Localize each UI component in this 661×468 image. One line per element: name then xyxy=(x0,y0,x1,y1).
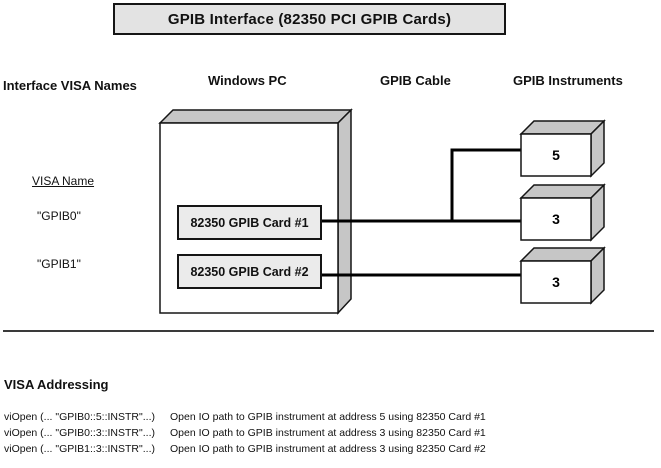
instrument5-side-face xyxy=(590,119,605,178)
diagram-title: GPIB Interface (82350 PCI GPIB Cards) xyxy=(167,10,452,28)
visa-name-gpib0: "GPIB0" xyxy=(37,209,81,223)
instrument-box-address-3-bottom: 3 xyxy=(519,246,606,305)
addressing-row-2-description: Open IO path to GPIB instrument at addre… xyxy=(170,427,486,439)
instrument-box-address-5: 5 xyxy=(519,119,606,178)
instrument3b-top-face xyxy=(519,247,606,262)
visa-addressing-rows: viOpen (... "GPIB0::5::INSTR"...) Open I… xyxy=(4,409,644,457)
addressing-row-2: viOpen (... "GPIB0::3::INSTR"...) Open I… xyxy=(4,425,644,441)
instrument5-top-face xyxy=(519,120,606,135)
instrument3b-side-face xyxy=(590,246,605,305)
gpib-cable-wires xyxy=(316,148,523,277)
gpib-card-1: 82350 GPIB Card #1 xyxy=(177,205,322,240)
instrument3a-side-face xyxy=(590,183,605,242)
instrument3a-front-face xyxy=(520,197,592,241)
pc-box-side-face xyxy=(337,108,352,315)
instrument5-front-face xyxy=(520,133,592,177)
addressing-row-3-description: Open IO path to GPIB instrument at addre… xyxy=(170,443,486,455)
column-header-windows-pc: Windows PC xyxy=(208,73,287,88)
visa-addressing-heading: VISA Addressing xyxy=(4,377,109,392)
gpib-card-2-label: 82350 GPIB Card #2 xyxy=(190,264,309,279)
addressing-row-3-call: viOpen (... "GPIB1::3::INSTR"...) xyxy=(4,443,155,455)
instrument5-address-label: 5 xyxy=(552,147,560,163)
instrument3b-address-label: 3 xyxy=(552,274,560,290)
column-header-interface-visa-names: Interface VISA Names xyxy=(3,78,137,93)
addressing-row-1-call: viOpen (... "GPIB0::5::INSTR"...) xyxy=(4,411,155,423)
column-header-gpib-instruments: GPIB Instruments xyxy=(513,73,623,88)
addressing-row-1: viOpen (... "GPIB0::5::INSTR"...) Open I… xyxy=(4,409,644,425)
pc-box-top-face xyxy=(158,109,353,124)
addressing-row-2-call: viOpen (... "GPIB0::3::INSTR"...) xyxy=(4,427,155,439)
instrument3a-address-label: 3 xyxy=(552,211,560,227)
diagram-title-box: GPIB Interface (82350 PCI GPIB Cards) xyxy=(113,3,506,35)
visa-name-gpib1: "GPIB1" xyxy=(37,257,81,271)
gpib-card-2: 82350 GPIB Card #2 xyxy=(177,254,322,289)
section-separator-line xyxy=(3,330,654,332)
visa-name-heading: VISA Name xyxy=(32,174,95,188)
gpib-card-1-label: 82350 GPIB Card #1 xyxy=(190,215,309,230)
instrument3a-top-face xyxy=(519,184,606,199)
column-header-gpib-cable: GPIB Cable xyxy=(380,73,451,88)
instrument-box-address-3-middle: 3 xyxy=(519,183,606,242)
addressing-row-1-description: Open IO path to GPIB instrument at addre… xyxy=(170,411,486,423)
instrument3b-front-face xyxy=(520,260,592,304)
addressing-row-3: viOpen (... "GPIB1::3::INSTR"...) Open I… xyxy=(4,441,644,457)
